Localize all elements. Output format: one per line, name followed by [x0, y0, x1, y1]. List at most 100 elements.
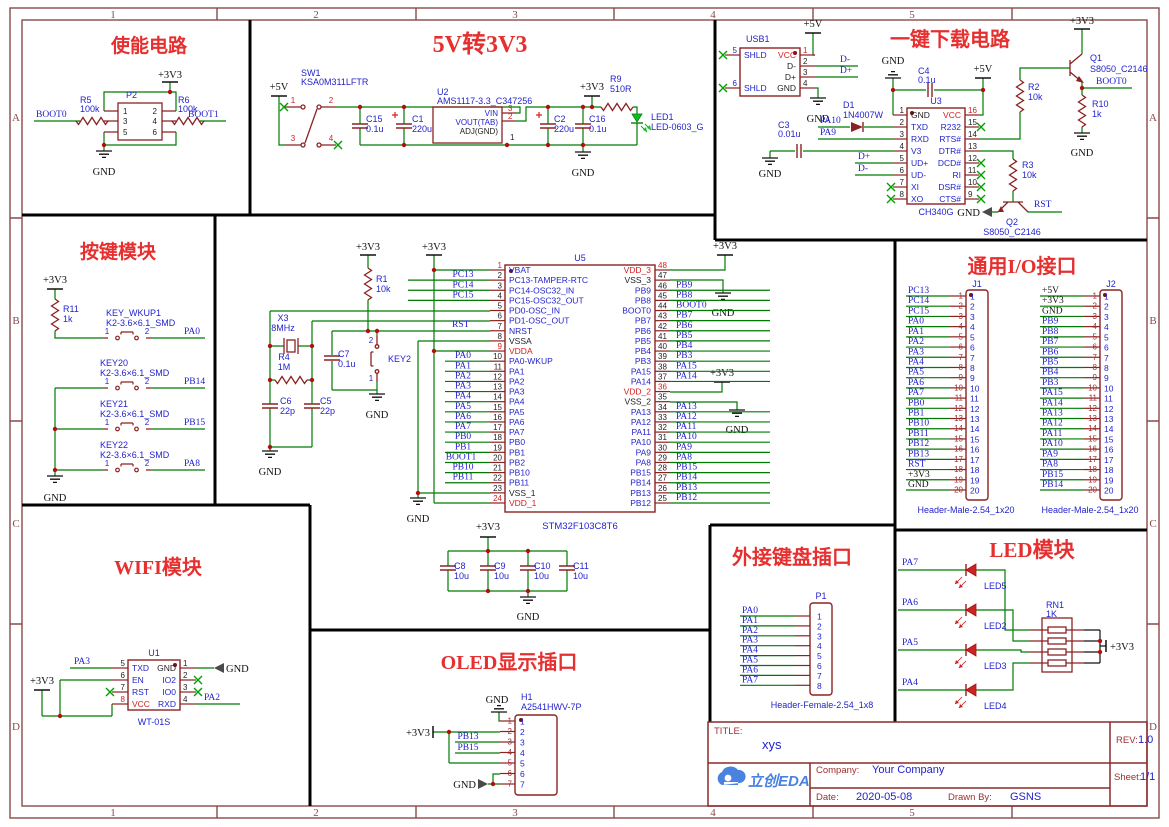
- pin-num-U5-36: 36: [658, 383, 667, 392]
- net-PA3: PA3: [742, 636, 758, 646]
- pin-num-in-J2-15: 15: [1104, 434, 1114, 444]
- pin-num-USB1-1: 1: [803, 46, 808, 55]
- zone-col-4: 4: [710, 807, 716, 819]
- net-GND: GND: [1042, 306, 1063, 316]
- pin-num-J1-15: 15: [954, 434, 963, 443]
- gnd: GND: [807, 114, 830, 125]
- pin-num-U5-5: 5: [498, 302, 503, 311]
- pin-num-U1-3: 3: [183, 683, 188, 692]
- pin-name-U1-2: IO2: [162, 675, 176, 685]
- pin-name-U5-7: NRST: [509, 326, 532, 336]
- net-PA7: PA7: [455, 422, 471, 432]
- pin-name-U3-12: DCD#: [938, 158, 961, 168]
- pin-num-U3-11: 11: [968, 166, 977, 175]
- pin-num-J2-1: 1: [1093, 292, 1098, 301]
- pin-num-U1-1: 1: [183, 659, 188, 668]
- pin-num-J1-7: 7: [959, 353, 964, 362]
- net-pa6: PA6: [902, 598, 918, 608]
- net-PB7: PB7: [1042, 337, 1059, 347]
- net-PA6: PA6: [908, 378, 924, 388]
- pin-num-in-J1-18: 18: [970, 465, 980, 475]
- pin-name-U5-34: PA13: [631, 407, 651, 417]
- pin-num-H1-2: 2: [508, 727, 513, 736]
- v5-title: 5V转3V3: [433, 30, 528, 58]
- net-PA2: PA2: [742, 626, 758, 636]
- zone-row-D: D: [12, 721, 20, 733]
- gnd: GND: [882, 56, 905, 67]
- net-PA4: PA4: [742, 646, 758, 656]
- pin-num-U1-5: 5: [121, 659, 126, 668]
- pin-name-U1-3: IO0: [162, 687, 176, 697]
- pin-num-in-P1-4: 4: [817, 641, 822, 651]
- pin-num-H1-3: 3: [508, 738, 513, 747]
- h1-ref: H1: [521, 692, 533, 702]
- net-pb13: PB13: [457, 732, 478, 742]
- pwr-3v3: +3V3: [43, 275, 67, 286]
- pin-num-U5-9: 9: [498, 342, 503, 351]
- pin-name-U3-1: GND: [911, 110, 930, 120]
- pin-num-USB1-4: 4: [803, 79, 808, 88]
- r2-val: 10k: [1028, 92, 1043, 102]
- pin-num-in-P1-3: 3: [817, 631, 822, 641]
- net-PA1: PA1: [455, 361, 471, 371]
- u3-val: CH340G: [918, 207, 953, 217]
- pin-num-U3-9: 9: [968, 190, 973, 199]
- pwr-5v: +5V: [270, 82, 289, 93]
- pin-num-U5-8: 8: [498, 332, 503, 341]
- pin-name-U5-46: PB9: [635, 285, 651, 295]
- p2-pin5: 5: [123, 128, 128, 137]
- pin-num-U5-42: 42: [658, 322, 667, 331]
- net-pa9: PA9: [820, 128, 836, 138]
- pin-name-U5-9: VDDA: [509, 346, 533, 356]
- net-PB1: PB1: [455, 442, 472, 452]
- c10-ref: C10: [534, 561, 551, 571]
- key2-n2: 2: [369, 336, 374, 345]
- j2-fp: Header-Male-2.54_1x20: [1041, 505, 1138, 515]
- pin-name-U3-13: DTR#: [939, 146, 961, 156]
- net-pb15: PB15: [184, 418, 205, 428]
- net-PA3: PA3: [908, 347, 924, 357]
- gnd: GND: [759, 169, 782, 180]
- pin-num-U5-35: 35: [658, 393, 667, 402]
- net-PB15: PB15: [1042, 470, 1063, 480]
- lceda-logo-text: 立创EDA: [748, 772, 810, 790]
- c6-ref: C6: [280, 396, 292, 406]
- pin-num-in-H1-6: 6: [520, 769, 525, 779]
- pin-num-U3-13: 13: [968, 142, 977, 151]
- zone-row-A: A: [12, 112, 20, 124]
- pin-num-in-J1-10: 10: [970, 383, 980, 393]
- key-n1: 1: [105, 327, 110, 336]
- pwr-3v3: +3V3: [713, 241, 737, 252]
- pin-num-in-J2-14: 14: [1104, 424, 1114, 434]
- q1-val: S8050_C2146: [1090, 64, 1148, 74]
- pin-num-in-J1-6: 6: [970, 343, 975, 353]
- pin-num-J2-12: 12: [1088, 404, 1097, 413]
- zone-row-B: B: [12, 315, 19, 327]
- r9-val: 510R: [610, 84, 632, 94]
- pin-name-U5-41: PB5: [635, 336, 651, 346]
- net-PA4: PA4: [908, 357, 924, 367]
- net-PA13: PA13: [1042, 409, 1063, 419]
- c4-val: 0.1u: [918, 75, 936, 85]
- net-pb15: PB15: [457, 743, 478, 753]
- net-dplus: D+: [840, 66, 852, 76]
- pin-name-U5-18: PB0: [509, 437, 525, 447]
- net-boot0: BOOT0: [36, 110, 67, 120]
- tb-rev-label: REV:: [1116, 735, 1138, 746]
- net-PA12: PA12: [1042, 419, 1063, 429]
- r6-val: 100k: [178, 104, 198, 114]
- pin-num-U5-46: 46: [658, 281, 667, 290]
- net-PB11: PB11: [453, 473, 474, 483]
- pin-num-J1-19: 19: [954, 475, 963, 484]
- pin-num-in-J1-3: 3: [970, 312, 975, 322]
- net-rst: RST: [452, 320, 470, 330]
- net-pa5: PA5: [902, 638, 918, 648]
- kp-title: 外接键盘插口: [732, 545, 852, 569]
- r4-val: 1M: [278, 362, 291, 372]
- pin-num-in-J1-7: 7: [970, 353, 975, 363]
- net-PC13: PC13: [908, 286, 929, 296]
- tb-title-label: TITLE:: [714, 726, 743, 737]
